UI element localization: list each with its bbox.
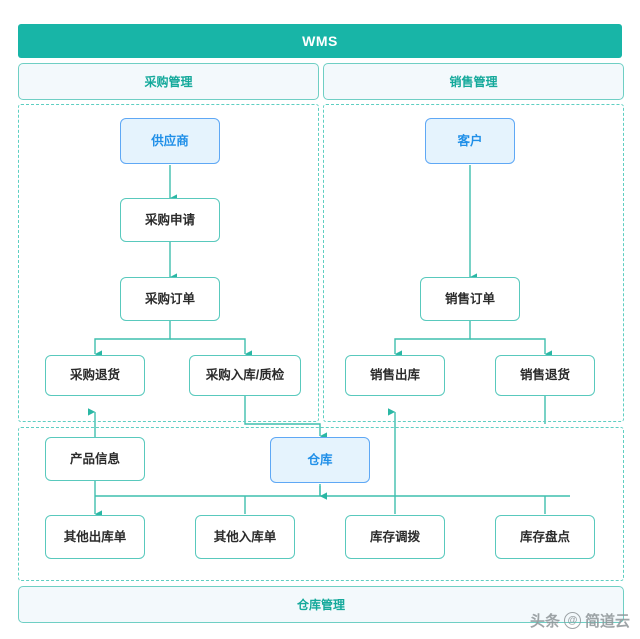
at-icon: @ bbox=[563, 612, 581, 629]
edge-sales-order-outbound bbox=[394, 321, 471, 358]
node-purchase-inbound[interactable]: 采购入库/质检 bbox=[189, 355, 301, 396]
node-other-outbound[interactable]: 其他出库单 bbox=[45, 515, 145, 559]
node-product-info[interactable]: 产品信息 bbox=[45, 437, 145, 481]
edge-purchase-order-inbound bbox=[170, 338, 252, 358]
node-warehouse-label: 仓库 bbox=[307, 452, 333, 467]
node-stock-count-label: 库存盘点 bbox=[519, 529, 570, 544]
edge-sales-order-return bbox=[470, 338, 552, 358]
zone-warehouse bbox=[18, 427, 624, 581]
wms-title-bar: WMS bbox=[18, 24, 622, 58]
zone-purchase bbox=[18, 104, 319, 422]
node-sales-order-label: 销售订单 bbox=[444, 291, 495, 306]
watermark: 头条 @ 简道云 bbox=[530, 610, 630, 631]
node-stock-transfer[interactable]: 库存调拨 bbox=[345, 515, 445, 559]
zone-sales bbox=[323, 104, 624, 422]
section-header-warehouse-label: 仓库管理 bbox=[296, 598, 345, 612]
node-warehouse[interactable]: 仓库 bbox=[270, 437, 370, 483]
watermark-prefix: 头条 bbox=[529, 613, 560, 630]
node-other-outbound-label: 其他出库单 bbox=[63, 529, 127, 544]
node-stock-count[interactable]: 库存盘点 bbox=[495, 515, 595, 559]
node-customer[interactable]: 客户 bbox=[425, 118, 515, 164]
node-purchase-request-label: 采购申请 bbox=[144, 212, 195, 227]
edge-purchase-inbound-warehouse bbox=[244, 396, 327, 440]
section-header-warehouse[interactable]: 仓库管理 bbox=[18, 586, 624, 623]
node-sales-order[interactable]: 销售订单 bbox=[420, 277, 520, 321]
edge-purchase-order-return bbox=[94, 321, 171, 358]
node-supplier-label: 供应商 bbox=[151, 133, 189, 148]
node-sales-return-label: 销售退货 bbox=[519, 368, 570, 382]
node-purchase-order-label: 采购订单 bbox=[144, 291, 195, 306]
node-sales-return[interactable]: 销售退货 bbox=[495, 355, 595, 396]
watermark-name: 简道云 bbox=[584, 613, 630, 630]
node-product-info-label: 产品信息 bbox=[69, 451, 120, 466]
node-sales-outbound-label: 销售出库 bbox=[369, 368, 420, 382]
node-purchase-order[interactable]: 采购订单 bbox=[120, 277, 220, 321]
section-header-sales[interactable]: 销售管理 bbox=[323, 63, 624, 100]
node-sales-outbound[interactable]: 销售出库 bbox=[345, 355, 445, 396]
page-title: WMS bbox=[302, 33, 338, 49]
node-purchase-inbound-label: 采购入库/质检 bbox=[205, 368, 285, 382]
section-header-sales-label: 销售管理 bbox=[449, 75, 498, 89]
node-other-inbound-label: 其他入库单 bbox=[213, 529, 277, 544]
node-purchase-return-label: 采购退货 bbox=[69, 368, 120, 382]
node-purchase-request[interactable]: 采购申请 bbox=[120, 198, 220, 242]
node-stock-transfer-label: 库存调拨 bbox=[369, 529, 420, 544]
section-header-purchase-label: 采购管理 bbox=[144, 75, 193, 89]
node-purchase-return[interactable]: 采购退货 bbox=[45, 355, 145, 396]
node-customer-label: 客户 bbox=[457, 133, 483, 148]
node-other-inbound[interactable]: 其他入库单 bbox=[195, 515, 295, 559]
node-supplier[interactable]: 供应商 bbox=[120, 118, 220, 164]
section-header-purchase[interactable]: 采购管理 bbox=[18, 63, 319, 100]
